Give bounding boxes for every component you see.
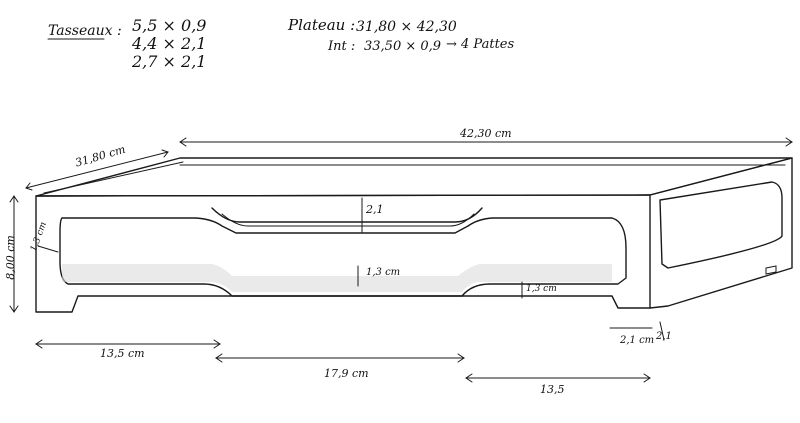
plateau-label: Plateau : (288, 16, 356, 34)
front-face (35, 194, 651, 313)
right-span-label: 13,5 (540, 383, 565, 396)
left-span-label: 13,5 cm (100, 347, 145, 360)
tasseaux-label: Tasseaux : (48, 23, 122, 39)
length-label: 42,30 cm (460, 127, 512, 140)
foot-height-label: 2,1 (656, 331, 672, 342)
upper-gap-label: 2,1 (366, 203, 384, 216)
height-label: 8,00 cm (3, 235, 17, 280)
interior-label: Int : (328, 39, 356, 54)
tasseaux-line-3: 2,7 × 2,1 (132, 52, 207, 71)
dimension-lines (9, 38, 793, 383)
interior-note: → 4 Pattes (446, 37, 515, 52)
top-face (35, 157, 793, 197)
interior-value: 33,50 × 0,9 (364, 39, 442, 54)
inner-corner-right-label: 1,3 cm (526, 284, 557, 294)
middle-span-label: 17,9 cm (324, 367, 369, 380)
foot-width-label: 2,1 cm (620, 335, 655, 346)
side-face (649, 157, 793, 309)
depth-arrow (25, 151, 169, 189)
lower-gap-label: 1,3 cm (366, 267, 401, 278)
tasseaux-line-2: 4,4 × 2,1 (132, 34, 207, 53)
plateau-value: 31,80 × 42,30 (356, 19, 457, 35)
tasseaux-line-1: 5,5 × 0,9 (132, 16, 207, 35)
